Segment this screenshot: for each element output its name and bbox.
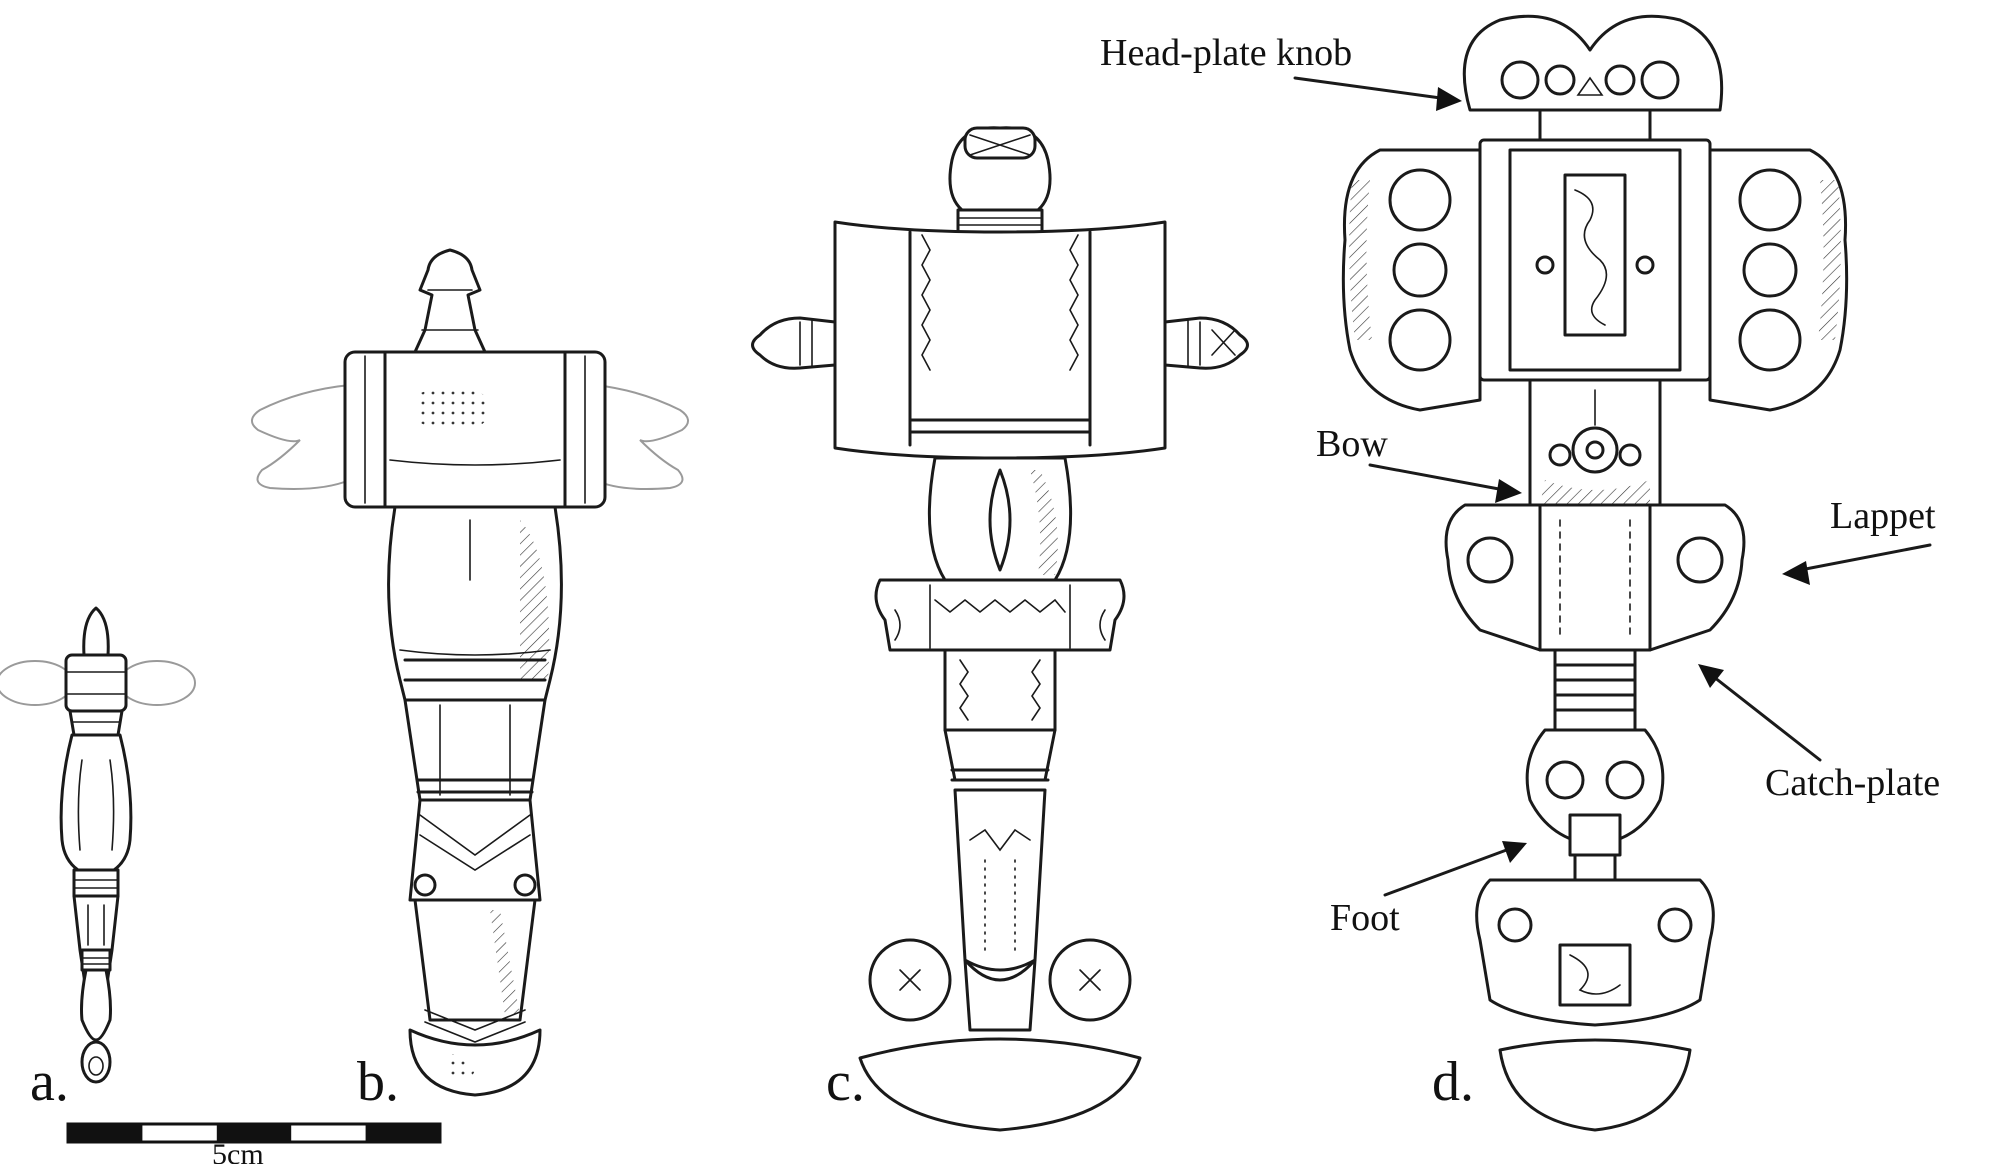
panel-label-d: d. (1432, 1051, 1474, 1113)
label-catch-plate: Catch-plate (1765, 762, 1940, 804)
brooch-d-drawing (1341, 14, 1849, 1132)
label-lappet: Lappet (1830, 495, 1936, 537)
scale-bar-segment (365, 1124, 440, 1142)
panel-label-c: c. (826, 1051, 865, 1113)
scale-bar-segment (216, 1124, 292, 1142)
brooch-b-drawing (251, 248, 689, 1097)
label-bow: Bow (1316, 423, 1388, 465)
scale-bar-segment (68, 1124, 143, 1142)
brooch-a-right-terminal (118, 660, 196, 706)
annotation-arrows (1293, 76, 1932, 897)
panel-label-a: a. (30, 1051, 69, 1113)
brooch-a-left-terminal (0, 660, 74, 706)
brooch-b-left-terminal (251, 383, 351, 490)
brooch-b-right-terminal (594, 383, 689, 490)
label-foot: Foot (1330, 897, 1400, 939)
scale-bar: 5cm (66, 1122, 442, 1164)
scale-bar-label: 5cm (212, 1138, 264, 1164)
label-headplate-knob: Head-plate knob (1100, 32, 1352, 74)
brooch-c-drawing (751, 126, 1249, 1132)
panel-label-b: b. (357, 1051, 399, 1113)
brooch-a-drawing (0, 606, 196, 1084)
